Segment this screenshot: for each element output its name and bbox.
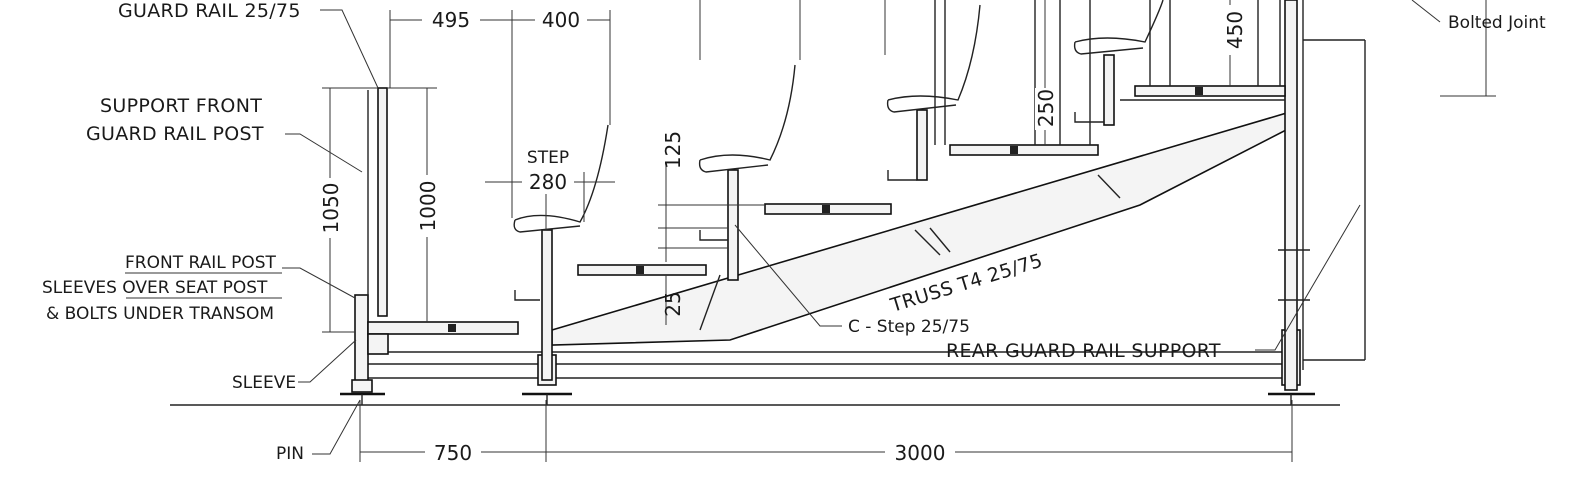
dim-25: 25 [661,275,685,325]
guard-rail-callout: GUARD RAIL 25/75 [118,0,379,89]
c-step-callout: C - Step 25/75 [734,224,970,337]
dim-125-text: 125 [661,131,685,169]
front-guard-rail-post [354,87,519,386]
dim-3000-text: 3000 [895,441,946,465]
front-rail-label-1: FRONT RAIL POST [125,253,277,273]
guard-rail-label: GUARD RAIL 25/75 [118,0,301,22]
dim-3000: 3000 [546,400,1293,465]
dim-280: 280 STEP [485,148,615,230]
bolted-joint-callout: Bolted Joint [1411,0,1546,97]
dim-495: 495 [389,8,513,218]
step-label: STEP [527,148,569,168]
step-decks [448,85,1286,332]
support-front-label-2: GUARD RAIL POST [86,123,264,145]
rear-guard-callout: REAR GUARD RAIL SUPPORT [946,204,1361,362]
seats [513,0,1164,233]
dim-1000: 1000 [387,87,440,322]
front-rail-label-2: SLEEVES OVER SEAT POST [42,278,268,298]
dim-450: 450 [1220,0,1247,86]
support-front-callout: SUPPORT FRONT GUARD RAIL POST [86,95,363,173]
dim-280-text: 280 [529,170,567,194]
pin-callout: PIN [276,399,361,464]
support-front-label-1: SUPPORT FRONT [100,95,262,117]
dim-1000-text: 1000 [416,181,440,232]
sleeve-callout: SLEEVE [232,339,357,393]
dim-495-text: 495 [432,8,470,32]
dim-1050: 1050 [318,87,378,333]
dim-400-text: 400 [542,8,580,32]
dim-250: 250 [1034,0,1059,145]
bottom-rails [360,351,1290,379]
rear-guard-label: REAR GUARD RAIL SUPPORT [946,340,1221,362]
dim-25-text: 25 [661,291,685,316]
dim-750: 750 [359,400,547,465]
front-rail-callout: FRONT RAIL POST SLEEVES OVER SEAT POST &… [42,253,356,324]
bolted-joint-label: Bolted Joint [1448,13,1546,33]
c-step-label: C - Step 25/75 [848,317,970,337]
dim-125: 125 [658,131,765,262]
foot-front [340,379,385,405]
step-risers [514,112,1104,301]
dim-400: 400 [512,8,611,125]
front-rail-label-3: & BOLTS UNDER TRANSOM [46,304,274,324]
dim-250-text: 250 [1034,89,1058,127]
rear-vertical-support [1278,0,1366,391]
pin-label: PIN [276,444,304,464]
dim-1050-text: 1050 [319,183,343,234]
upper-frames [934,0,1285,145]
sleeve-label: SLEEVE [232,373,296,393]
dim-450-text: 450 [1223,11,1247,49]
dim-750-text: 750 [434,441,472,465]
